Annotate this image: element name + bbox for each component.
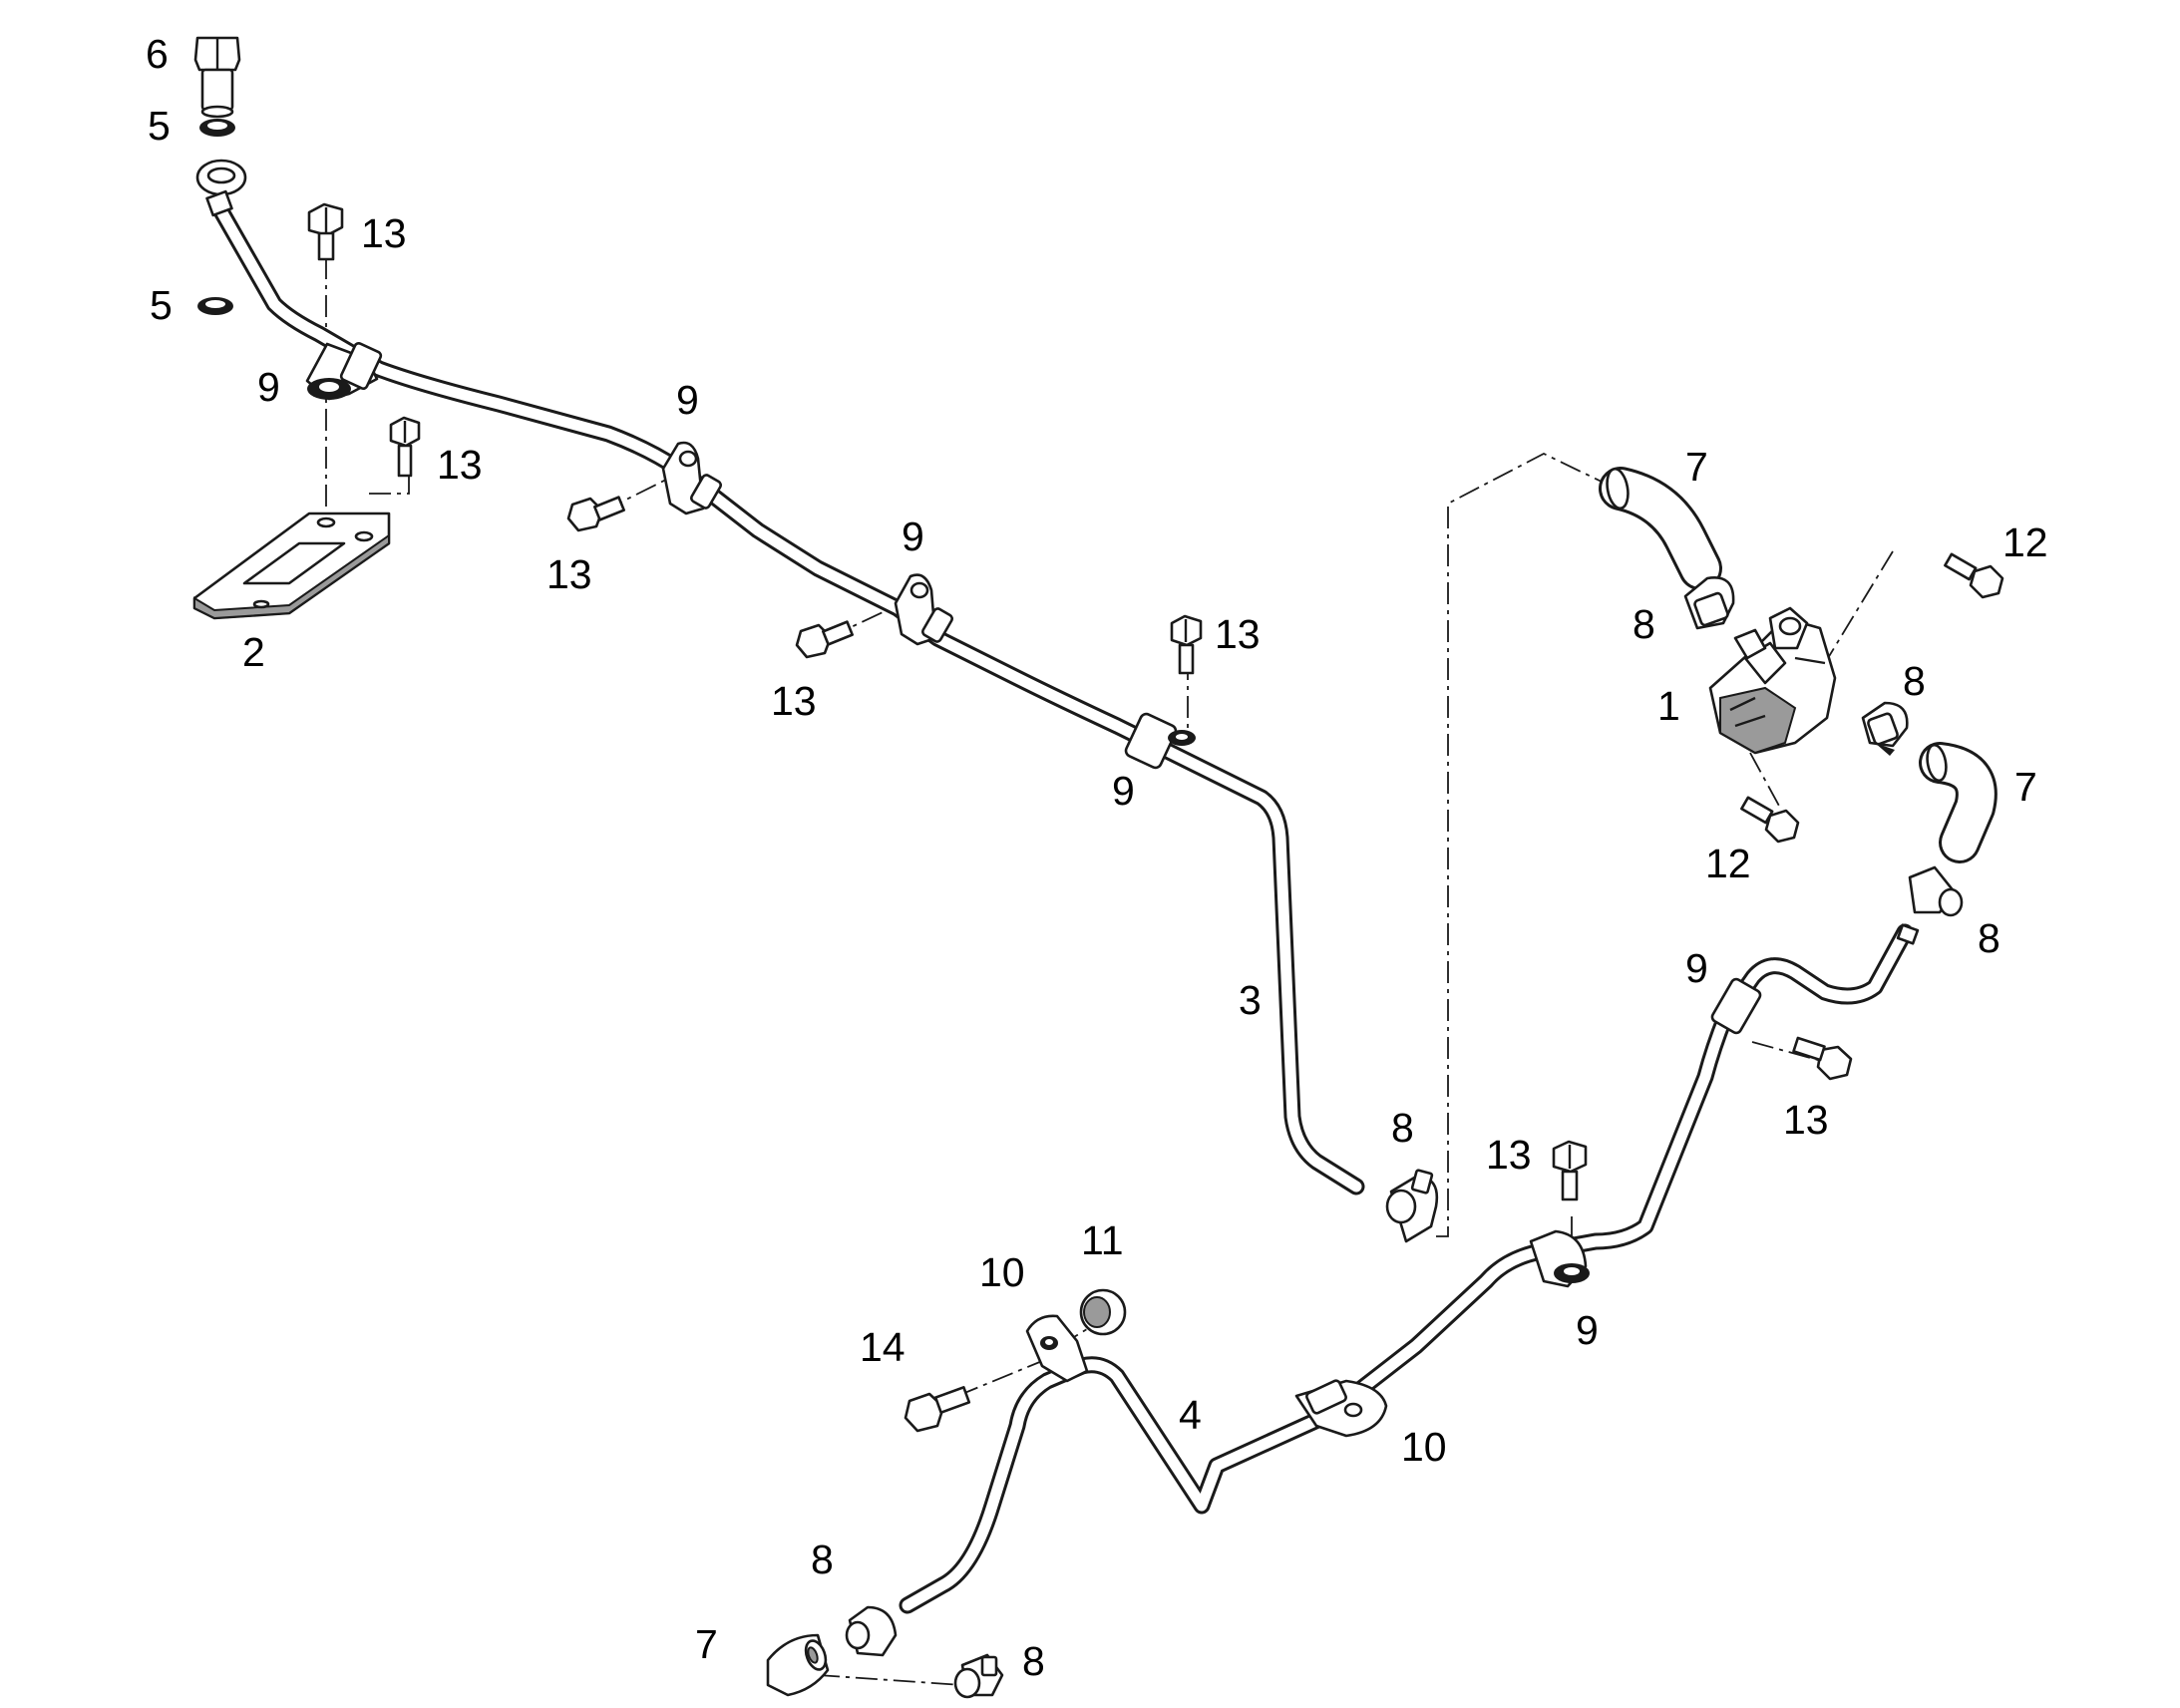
callout-label: 13: [771, 678, 817, 724]
tube-4: [899, 923, 1920, 1614]
bolt: [389, 416, 421, 478]
callout-label: 7: [695, 1621, 718, 1667]
pipe-clamp: [1124, 712, 1196, 770]
sealing-washer-lower: [197, 297, 233, 315]
tube-3: [208, 195, 1365, 1196]
callout-label: 11: [1081, 1217, 1124, 1263]
bolt: [795, 620, 854, 659]
hose-clamp: [1385, 1169, 1439, 1243]
callout-label: 12: [1705, 841, 1751, 886]
callout-label: 3: [1239, 977, 1262, 1023]
callout-label: 10: [1401, 1424, 1447, 1470]
callout-label: 9: [1685, 945, 1708, 991]
mounting-plate: [192, 512, 391, 620]
callout-label: 13: [1215, 611, 1261, 657]
callout-label: 5: [150, 282, 173, 328]
callout-label: 8: [1022, 1638, 1045, 1684]
callout-labels: 6 5 5 13 9 13 2 9 13 9 13 13 9 3 8 7 8 1…: [146, 31, 2048, 1684]
hose-clamp: [953, 1653, 1004, 1699]
callout-label: 13: [361, 210, 407, 256]
pipe-clamp: [661, 441, 722, 515]
callout-label: 9: [902, 513, 924, 559]
hose-clamp: [845, 1605, 898, 1657]
callout-label: 13: [437, 442, 483, 488]
hose-clamp: [1908, 865, 1964, 917]
callout-label: 8: [1978, 915, 2000, 961]
mounting-bracket: [1294, 1379, 1388, 1438]
callout-label: 10: [979, 1249, 1025, 1295]
callout-label: 13: [1486, 1132, 1532, 1178]
fuel-hose: [1919, 742, 1998, 863]
mounting-bracket: [1025, 1314, 1089, 1383]
callout-label: 7: [2014, 764, 2037, 810]
hose-clamp: [1861, 701, 1909, 756]
alignment-lines: [325, 257, 1894, 1686]
callout-label: 1: [1657, 683, 1680, 729]
callout-label: 8: [1903, 658, 1926, 704]
pipe-clamp: [1710, 977, 1762, 1035]
callout-label: 8: [1391, 1105, 1414, 1151]
callout-label: 9: [1576, 1307, 1599, 1353]
fuel-hose: [766, 1633, 830, 1697]
bolt: [1792, 1036, 1853, 1081]
callout-label: 5: [148, 103, 171, 149]
sealing-washer-upper: [199, 119, 235, 137]
callout-label: 8: [1633, 601, 1655, 647]
callout-label: 4: [1179, 1392, 1202, 1438]
callout-label: 13: [546, 551, 592, 597]
pipe-clamp: [305, 341, 383, 401]
bolt: [1944, 552, 2004, 599]
bolt: [307, 202, 344, 261]
rubber-grommet: [1079, 1288, 1127, 1336]
callout-label: 8: [811, 1537, 834, 1582]
callout-label: 9: [1112, 768, 1135, 814]
banjo-eye: [195, 159, 247, 217]
callout-label: 2: [242, 629, 265, 675]
callout-label: 6: [146, 31, 169, 77]
callout-label: 14: [860, 1324, 906, 1370]
banjo-bolt: [193, 36, 241, 119]
bolt: [1552, 1140, 1588, 1201]
bolt: [904, 1386, 971, 1433]
callout-label: 13: [1783, 1097, 1829, 1143]
tube-end-fitting: [1896, 923, 1920, 945]
hose-clamp: [1683, 576, 1735, 630]
callout-label: 7: [1685, 444, 1708, 490]
pipe-clamp: [1529, 1229, 1590, 1288]
pipe-clamp: [894, 573, 953, 646]
bolt: [1170, 614, 1203, 675]
callout-label: 9: [676, 377, 699, 423]
bolt: [1740, 796, 1800, 844]
callout-label: 9: [257, 364, 280, 410]
callout-label: 12: [2002, 519, 2048, 565]
fuel-hose: [1599, 467, 1722, 590]
fuel-filter-housing: [1708, 606, 1837, 755]
bolt: [566, 496, 625, 532]
